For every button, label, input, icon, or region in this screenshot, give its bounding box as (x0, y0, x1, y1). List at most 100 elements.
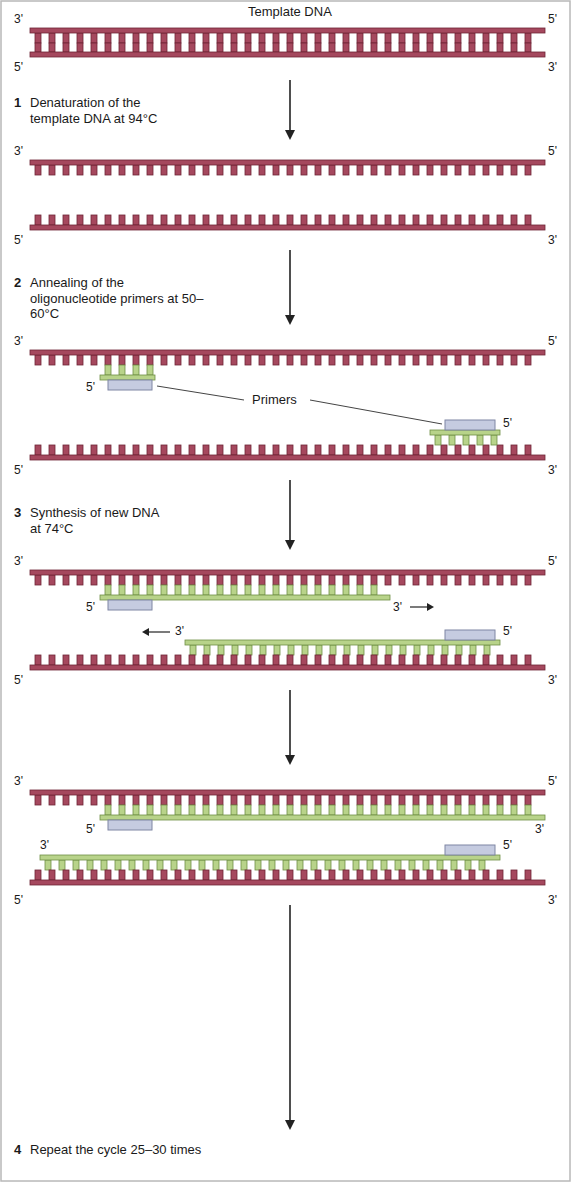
template-strand-base (63, 445, 69, 455)
template-strand-base (399, 33, 405, 43)
new-strand-base (442, 645, 448, 655)
template-strand-base (413, 445, 419, 455)
template-strand-base (63, 575, 69, 585)
template-strand-base (343, 43, 349, 52)
strand-end-label: 3' (548, 233, 557, 247)
template-strand-base (245, 215, 251, 225)
template-strand-base (287, 33, 293, 43)
template-strand-base (497, 655, 503, 665)
new-strand-base (133, 805, 139, 815)
template-strand (30, 570, 545, 575)
template-strand-base (413, 33, 419, 43)
strand-end-label: 5' (14, 233, 23, 247)
strand-end-label: 5' (503, 838, 512, 852)
new-strand-base (185, 860, 191, 870)
template-strand-base (315, 445, 321, 455)
template-strand-base (329, 575, 335, 585)
template-strand (30, 160, 545, 165)
step-number: 3 (14, 505, 21, 521)
template-strand-base (133, 33, 139, 43)
template-strand-base (511, 655, 517, 665)
template-strand-base (287, 215, 293, 225)
template-strand-base (287, 445, 293, 455)
template-strand-base (413, 795, 419, 805)
extension-arrowhead (427, 603, 434, 611)
new-strand (100, 595, 390, 600)
step-number: 2 (14, 275, 21, 291)
template-strand-base (77, 795, 83, 805)
template-strand-base (455, 355, 461, 365)
strand-end-label: 5' (548, 554, 557, 568)
new-strand-base (357, 585, 363, 595)
strand-end-label: 5' (86, 822, 95, 836)
template-strand-base (399, 215, 405, 225)
new-strand-base (399, 805, 405, 815)
template-strand-base (329, 43, 335, 52)
new-strand-base (372, 645, 378, 655)
template-strand-base (273, 215, 279, 225)
template-strand-base (105, 33, 111, 43)
template-strand-base (259, 795, 265, 805)
strand-end-label: 3' (14, 774, 23, 788)
template-strand-base (161, 215, 167, 225)
leader-line (157, 386, 244, 400)
strand-end-label: 3' (40, 838, 49, 852)
primer-strand-base (463, 435, 469, 445)
template-strand-base (105, 215, 111, 225)
new-strand-base (371, 805, 377, 815)
template-strand-base (511, 445, 517, 455)
strand-end-label: 5' (548, 334, 557, 348)
template-strand-base (77, 870, 83, 880)
new-strand-base (325, 860, 331, 870)
template-strand-base (189, 445, 195, 455)
strand-end-label: 5' (548, 12, 557, 26)
new-strand-base (190, 645, 196, 655)
primer-box (445, 420, 495, 430)
new-strand-base (437, 860, 443, 870)
template-strand-base (77, 655, 83, 665)
new-strand-base (465, 860, 471, 870)
step-number: 1 (14, 95, 21, 111)
template-strand-base (511, 43, 517, 52)
template-strand (30, 790, 545, 795)
template-strand-base (343, 575, 349, 585)
template-strand-base (175, 575, 181, 585)
primer-box (445, 630, 495, 640)
new-strand-base (73, 860, 79, 870)
template-strand-base (441, 870, 447, 880)
template-strand-base (511, 215, 517, 225)
template-strand-base (77, 575, 83, 585)
template-strand-base (315, 33, 321, 43)
template-strand-base (497, 575, 503, 585)
step-text: Synthesis of new DNA at 74°C (30, 505, 160, 536)
template-strand-base (49, 575, 55, 585)
template-strand-base (161, 795, 167, 805)
template-strand-base (301, 575, 307, 585)
template-strand-base (413, 575, 419, 585)
strand-end-label: 3' (548, 60, 557, 74)
template-strand-base (119, 655, 125, 665)
new-strand-base (105, 805, 111, 815)
template-strand-base (469, 445, 475, 455)
template-strand-base (455, 43, 461, 52)
new-strand-base (315, 585, 321, 595)
template-strand-base (77, 445, 83, 455)
new-strand-base (204, 645, 210, 655)
template-strand-base (77, 43, 83, 52)
template-strand-base (427, 165, 433, 175)
template-strand-base (119, 355, 125, 365)
template-strand-base (189, 575, 195, 585)
template-strand-base (497, 43, 503, 52)
leader-line (310, 400, 442, 424)
primer-box (108, 380, 152, 390)
template-strand-base (77, 33, 83, 43)
template-strand-base (427, 795, 433, 805)
template-strand-base (49, 355, 55, 365)
template-strand-base (455, 655, 461, 665)
strand-end-label: 3' (14, 554, 23, 568)
step-number: 4 (14, 1142, 21, 1158)
strand-end-label: 3' (548, 893, 557, 907)
new-strand-base (381, 860, 387, 870)
step-arrowhead (285, 1120, 295, 1130)
